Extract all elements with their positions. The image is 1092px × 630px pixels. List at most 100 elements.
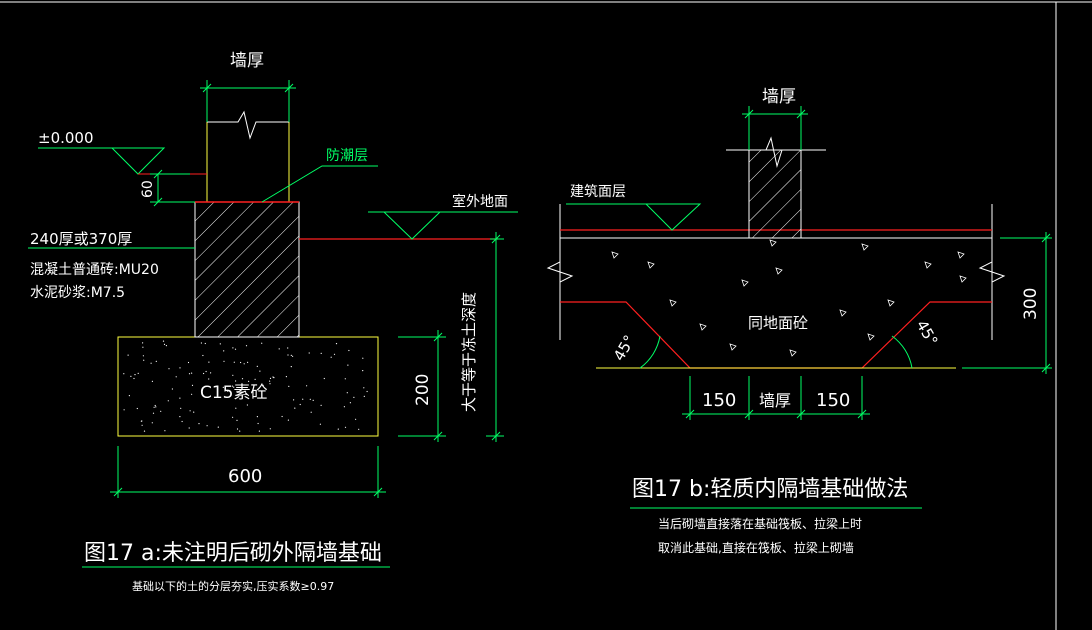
b-angle-right-label: 45° <box>913 317 942 349</box>
aggregate-mark <box>729 343 737 351</box>
dim-300-lines <box>962 232 1052 374</box>
speckle-dot <box>281 415 283 418</box>
speckle-dot <box>155 406 157 408</box>
speckle-dot <box>288 385 290 387</box>
aggregate-mark <box>861 243 869 251</box>
b-wall-thickness-label: 墙厚 <box>762 87 796 107</box>
speckle-dot <box>204 342 206 345</box>
speckle-dot <box>123 373 125 375</box>
a-dim-200-label: 200 <box>413 374 433 406</box>
aggregate-mark <box>741 279 749 287</box>
aggregate-mark <box>669 299 677 307</box>
speckle-dot <box>236 428 239 430</box>
speckle-dot <box>344 426 347 428</box>
speckle-dot <box>258 430 260 432</box>
c15-footing <box>117 336 379 437</box>
speckle-dot <box>233 386 235 388</box>
speckle-dot <box>287 347 289 349</box>
speckle-dot <box>309 398 311 400</box>
speckle-dot <box>143 430 146 432</box>
a-caption: 图17 a:未注明后砌外隔墙基础 <box>84 541 382 566</box>
speckle-dot <box>335 343 338 345</box>
speckle-dot <box>363 387 365 389</box>
speckle-dot <box>181 420 183 423</box>
speckle-dot <box>320 352 322 354</box>
speckle-dot <box>362 370 364 372</box>
dim-60-lines <box>150 169 195 207</box>
outdoor-ground <box>299 211 518 240</box>
speckle-dot <box>123 409 125 411</box>
speckle-dot <box>287 354 289 356</box>
speckle-dot <box>152 412 155 414</box>
speckle-dot <box>243 363 245 365</box>
speckle-dot <box>136 407 138 410</box>
speckle-dot <box>189 410 191 412</box>
speckle-dot <box>171 388 173 390</box>
speckle-dot <box>330 356 332 358</box>
aggregate-mark <box>789 349 797 357</box>
speckle-dot <box>217 426 219 428</box>
speckle-dot <box>223 350 225 352</box>
wall-break-line <box>207 110 289 140</box>
speckle-dot <box>137 372 139 374</box>
speckle-dot <box>343 406 345 408</box>
speckle-dot <box>206 425 208 427</box>
right-break-mark <box>978 256 1006 290</box>
b-note-line1: 当后砌墙直接落在基础筏板、拉梁上时 <box>658 516 862 531</box>
speckle-dot <box>233 361 235 363</box>
speckle-dot <box>143 359 145 361</box>
speckle-dot <box>232 374 234 376</box>
speckle-dot <box>231 385 233 387</box>
aggregate-mark <box>959 275 967 283</box>
speckle-dot <box>333 353 336 355</box>
speckle-dot <box>308 352 310 354</box>
speckle-dot <box>191 372 193 374</box>
a-outdoor-ground-label: 室外地面 <box>452 193 508 210</box>
b-dim-wall-label: 墙厚 <box>759 391 791 410</box>
wall-thickness-dimension-b <box>742 106 808 150</box>
speckle-dot <box>254 378 256 380</box>
speckle-dot <box>232 347 234 349</box>
speckle-dot <box>302 398 304 400</box>
speckle-dot <box>353 396 355 398</box>
left-break-mark <box>546 256 574 290</box>
b-dim-150-left-label: 150 <box>702 390 736 411</box>
speckle-dot <box>162 340 165 342</box>
a-dim-60-label: 60 <box>140 180 156 198</box>
speckle-dot <box>239 430 241 432</box>
speckle-dot <box>141 424 143 426</box>
speckle-dot <box>163 343 166 345</box>
speckle-dot <box>164 430 166 432</box>
speckle-dot <box>187 361 190 364</box>
speckle-dot <box>208 361 210 363</box>
speckle-dot <box>290 366 292 368</box>
speckle-dot <box>128 395 130 397</box>
b-dim-300-label: 300 <box>1021 288 1041 320</box>
a-wall-thickness-label: 墙厚 <box>230 51 264 71</box>
speckle-dot <box>245 391 247 393</box>
speckle-dot <box>344 378 346 380</box>
wall-thickness-dimension <box>200 80 296 122</box>
aggregate-mark <box>699 323 707 331</box>
bottom-dimension-lines <box>682 376 870 420</box>
speckle-dot <box>235 407 237 409</box>
speckle-dot <box>133 377 135 380</box>
speckle-dot <box>285 376 287 378</box>
speckle-dot <box>269 428 271 430</box>
speckle-dot <box>188 427 190 429</box>
elevation-mark <box>38 147 207 175</box>
slab-aggregate <box>611 239 967 357</box>
a-note: 基础以下的土的分层夯实,压实系数≥0.97 <box>132 579 334 593</box>
speckle-dot <box>306 385 308 387</box>
speckle-dot <box>167 400 169 402</box>
damp-proof-leader <box>261 165 378 203</box>
speckle-dot <box>236 419 238 421</box>
hatched-partition-wall <box>748 149 802 239</box>
speckle-dot <box>245 345 248 347</box>
right-angle-arc <box>891 335 913 369</box>
speckle-dot <box>234 348 237 350</box>
floor-layer-mark <box>566 203 702 231</box>
speckle-dot <box>179 397 181 399</box>
speckle-dot <box>236 390 238 392</box>
